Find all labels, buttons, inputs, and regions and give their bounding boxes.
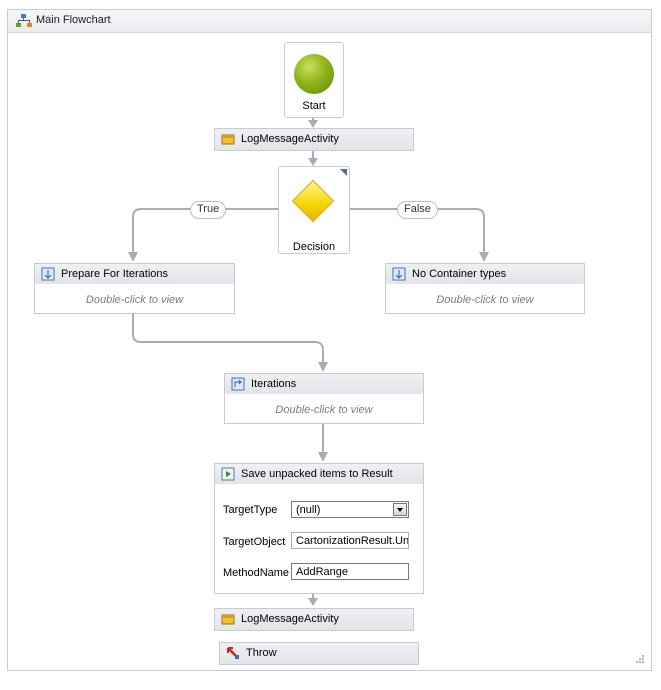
chevron-down-icon [397, 508, 403, 512]
activity-hint: Double-click to view [436, 294, 534, 306]
sequence-icon [392, 267, 406, 281]
no-container-types-activity[interactable]: No Container types Double-click to view [385, 263, 585, 314]
activity-title: No Container types [412, 268, 507, 280]
true-branch-label: True [190, 201, 227, 219]
start-node[interactable]: Start [284, 42, 344, 118]
activity-title: Save unpacked items to Result [241, 468, 393, 480]
expand-corner-icon[interactable] [340, 169, 347, 176]
iterations-activity[interactable]: Iterations Double-click to view [224, 373, 424, 424]
activity-title: Throw [246, 647, 277, 659]
start-label: Start [302, 100, 326, 112]
throw-icon [227, 647, 239, 659]
activity-title: LogMessageActivity [241, 133, 339, 145]
log-message-icon [221, 614, 235, 625]
log-message-activity-1[interactable]: LogMessageActivity [214, 128, 414, 151]
log-message-icon [221, 134, 235, 145]
log-message-activity-2[interactable]: LogMessageActivity [214, 608, 414, 631]
target-object-input[interactable]: CartonizationResult.Uni [291, 532, 409, 549]
flowchart-icon [16, 14, 32, 27]
prepare-for-iterations-activity[interactable]: Prepare For Iterations Double-click to v… [34, 263, 235, 314]
flowchart-title: Main Flowchart [36, 14, 111, 26]
activity-hint: Double-click to view [275, 404, 373, 416]
method-name-label: MethodName [223, 567, 290, 579]
flowchart-header[interactable]: Main Flowchart [8, 10, 651, 33]
activity-title: Iterations [251, 378, 297, 390]
activity-title: Prepare For Iterations [61, 268, 168, 280]
activity-title: LogMessageActivity [241, 613, 339, 625]
target-object-label: TargetObject [223, 536, 286, 548]
target-type-select[interactable]: (null) [291, 501, 409, 518]
save-unpacked-items-activity[interactable]: Save unpacked items to Result TargetType… [214, 463, 424, 594]
foreach-icon [231, 377, 245, 391]
false-branch-label: False [397, 201, 438, 219]
decision-node[interactable]: Decision [278, 166, 350, 254]
target-type-value: (null) [296, 504, 321, 516]
throw-activity[interactable]: Throw [219, 642, 419, 665]
invoke-method-icon [221, 467, 235, 481]
sequence-icon [41, 267, 55, 281]
decision-diamond-icon [291, 179, 335, 223]
target-type-label: TargetType [223, 504, 278, 516]
dropdown-button[interactable] [393, 503, 407, 516]
activity-hint: Double-click to view [85, 294, 184, 306]
start-icon [294, 54, 334, 94]
method-name-input[interactable]: AddRange [291, 563, 409, 580]
decision-label: Decision [292, 241, 336, 253]
resize-grip-icon[interactable] [635, 654, 645, 664]
